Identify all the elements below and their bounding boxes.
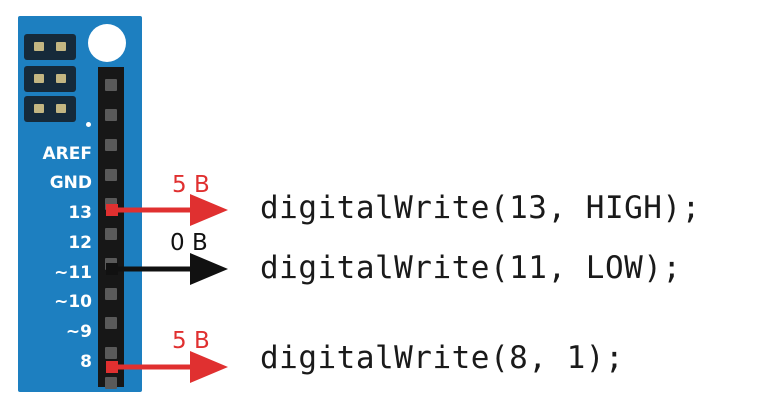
pin-socket-11 bbox=[105, 288, 117, 300]
pin-label-13: 13 bbox=[68, 203, 92, 223]
icsp-pin bbox=[34, 74, 44, 83]
icsp-pin bbox=[56, 104, 66, 113]
pin-label-9: ~9 bbox=[65, 322, 92, 342]
pin-socket bbox=[105, 109, 117, 121]
pin-socket-8 bbox=[105, 377, 117, 389]
pin-socket-10 bbox=[105, 317, 117, 329]
arrow-pin-11-low bbox=[106, 253, 228, 285]
arduino-board: AREF GND 13 12 ~11 ~10 ~9 8 bbox=[18, 16, 142, 392]
pin-highlight bbox=[106, 204, 118, 216]
code-line-11-low: digitalWrite(11, LOW); bbox=[260, 250, 682, 286]
arrow-head bbox=[190, 351, 228, 383]
icsp-pin bbox=[34, 42, 44, 51]
digital-pin-header bbox=[98, 67, 124, 389]
code-line-13-high: digitalWrite(13, HIGH); bbox=[260, 190, 701, 226]
pin-highlight bbox=[106, 263, 118, 275]
icsp-pin bbox=[56, 74, 66, 83]
pin-highlight bbox=[106, 361, 118, 373]
pin-label-gnd: GND bbox=[49, 173, 92, 193]
arrow-pin-13-high bbox=[106, 194, 228, 226]
voltage-label-8: 5 В bbox=[172, 328, 210, 354]
pin-label-12: 12 bbox=[68, 233, 92, 253]
voltage-label-13: 5 В bbox=[172, 172, 210, 198]
icsp-pin bbox=[56, 42, 66, 51]
arrow-pin-8-high bbox=[106, 351, 228, 383]
pin-socket-aref bbox=[105, 169, 117, 181]
icsp-pin bbox=[34, 104, 44, 113]
icsp-header-row-2 bbox=[24, 66, 76, 92]
pin-socket-13 bbox=[105, 228, 117, 240]
pin-label-8: 8 bbox=[80, 352, 92, 372]
code-line-8-one: digitalWrite(8, 1); bbox=[260, 340, 625, 376]
icsp-header-row-3 bbox=[24, 96, 76, 122]
voltage-label-11: 0 В bbox=[170, 230, 208, 256]
pin-label-10: ~10 bbox=[54, 292, 92, 312]
arrow-head bbox=[190, 194, 228, 226]
pin1-marker-dot bbox=[86, 122, 91, 127]
mounting-hole bbox=[88, 24, 126, 62]
pin-socket bbox=[105, 139, 117, 151]
pin-label-11: ~11 bbox=[54, 263, 92, 283]
pin-socket bbox=[105, 79, 117, 91]
icsp-header-row-1 bbox=[24, 34, 76, 60]
arrow-head bbox=[190, 253, 228, 285]
pin-socket-9 bbox=[105, 347, 117, 359]
pin-label-aref: AREF bbox=[42, 144, 92, 164]
